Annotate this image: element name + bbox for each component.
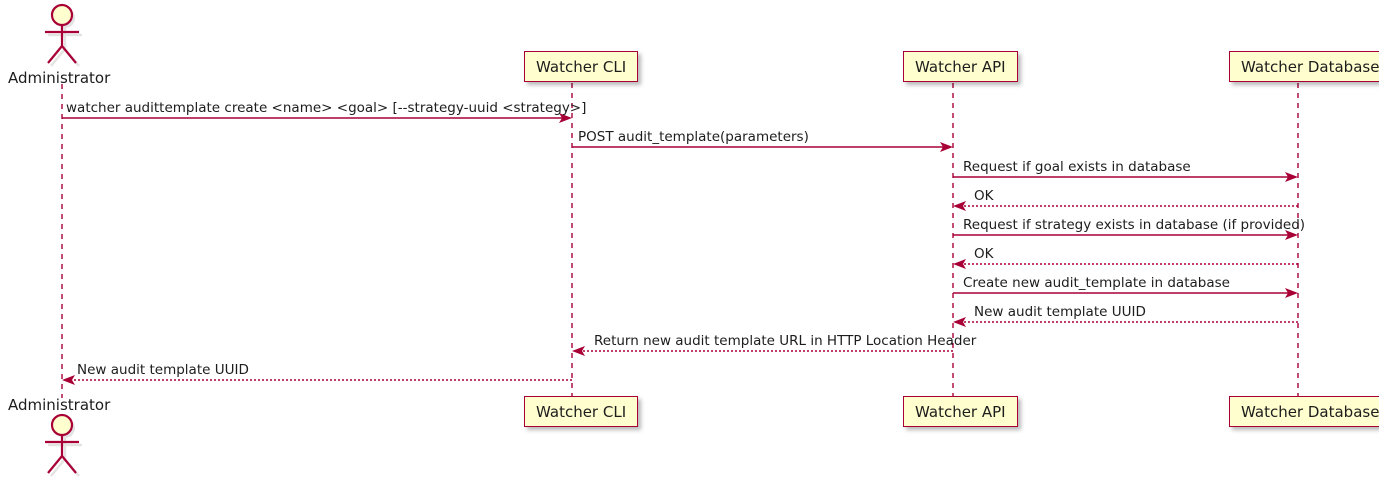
participant-box-watcher-database-bottom[interactable]: Watcher Database	[1229, 396, 1379, 427]
message-arrow-1	[62, 113, 572, 123]
message-arrow-6	[953, 259, 1298, 269]
participant-box-watcher-database-top[interactable]: Watcher Database	[1229, 51, 1379, 82]
participant-box-watcher-cli-bottom[interactable]: Watcher CLI	[524, 396, 639, 427]
participant-box-watcher-cli-top[interactable]: Watcher CLI	[524, 51, 639, 82]
message-arrow-2	[572, 142, 953, 152]
message-arrow-9	[572, 346, 953, 356]
actor-label-administrator-bottom[interactable]: Administrator	[8, 396, 111, 414]
message-label-5: Request if strategy exists in database (…	[963, 217, 1306, 233]
message-arrow-5	[953, 230, 1298, 240]
message-label-9: Return new audit template URL in HTTP Lo…	[594, 333, 977, 349]
participant-box-watcher-api-top[interactable]: Watcher API	[903, 51, 1018, 82]
message-arrow-3	[953, 172, 1298, 182]
actor-administrator-bottom-glyph	[45, 413, 82, 477]
message-label-7: Create new audit_template in database	[963, 275, 1230, 291]
message-label-8: New audit template UUID	[974, 304, 1146, 320]
message-arrow-7	[953, 288, 1298, 298]
participant-box-watcher-api-bottom[interactable]: Watcher API	[903, 396, 1018, 427]
message-label-6: OK	[974, 246, 994, 262]
actor-label-administrator-top[interactable]: Administrator	[8, 69, 111, 87]
message-label-10: New audit template UUID	[77, 362, 249, 378]
message-arrow-10	[62, 375, 572, 385]
message-arrow-4	[953, 201, 1298, 211]
message-label-1: watcher audittemplate create <name> <goa…	[66, 100, 587, 116]
actor-administrator-top-glyph	[45, 3, 82, 67]
message-label-2: POST audit_template(parameters)	[578, 129, 809, 145]
message-label-3: Request if goal exists in database	[963, 159, 1191, 175]
message-arrow-8	[953, 317, 1298, 327]
message-label-4: OK	[974, 188, 994, 204]
